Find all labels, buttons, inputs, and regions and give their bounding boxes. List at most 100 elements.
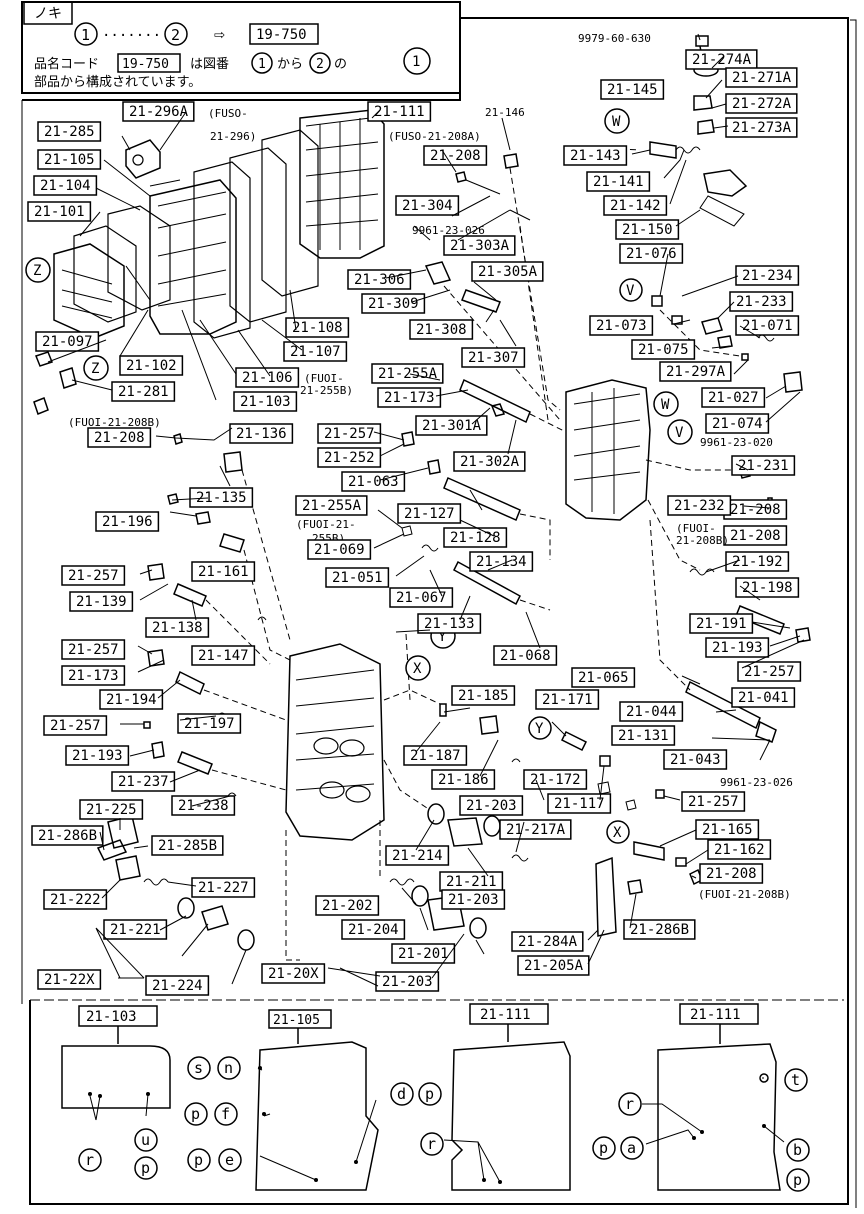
- part-label-21-224[interactable]: 21-224: [145, 975, 210, 996]
- part-label-21-106[interactable]: 21-106: [235, 367, 300, 388]
- part-label-21-307[interactable]: 21-307: [461, 347, 526, 368]
- part-label-21-150[interactable]: 21-150: [615, 219, 680, 240]
- part-label-21-196[interactable]: 21-196: [95, 511, 160, 532]
- part-label-21-073[interactable]: 21-073: [589, 315, 654, 336]
- part-label-21-273A[interactable]: 21-273A: [725, 117, 798, 138]
- part-label-21-191[interactable]: 21-191: [689, 613, 754, 634]
- part-label-21-117[interactable]: 21-117: [547, 793, 612, 814]
- bottom-label-21-111-a[interactable]: [469, 1003, 549, 1025]
- part-label-21-303A[interactable]: 21-303A: [443, 235, 516, 256]
- part-label-21-238[interactable]: 21-238: [171, 795, 236, 816]
- part-label-21-296A[interactable]: 21-296A: [122, 101, 195, 122]
- part-label-21-274A[interactable]: 21-274A: [685, 49, 758, 70]
- part-label-21-147[interactable]: 21-147: [191, 645, 256, 666]
- part-label-21-221[interactable]: 21-221: [103, 919, 168, 940]
- part-label-21-309[interactable]: 21-309: [361, 293, 426, 314]
- part-label-21-255A[interactable]: 21-255A: [371, 363, 444, 384]
- part-label-21-068[interactable]: 21-068: [493, 645, 558, 666]
- part-label-21-076[interactable]: 21-076: [619, 243, 684, 264]
- part-label-21-097[interactable]: 21-097: [35, 331, 100, 352]
- part-label-21-194[interactable]: 21-194: [99, 689, 164, 710]
- part-label-21-102[interactable]: 21-102: [119, 355, 184, 376]
- part-label-21-143[interactable]: 21-143: [563, 145, 628, 166]
- bottom-label-21-105[interactable]: [268, 1009, 332, 1029]
- part-label-21-281[interactable]: 21-281: [111, 381, 176, 402]
- part-label-21-201[interactable]: 21-201: [391, 943, 456, 964]
- part-label-21-198[interactable]: 21-198: [735, 577, 800, 598]
- part-label-21-131[interactable]: 21-131: [611, 725, 676, 746]
- part-label-21-255A[interactable]: 21-255A: [295, 495, 368, 516]
- part-label-21-108[interactable]: 21-108: [285, 317, 350, 338]
- part-label-21-171[interactable]: 21-171: [535, 689, 600, 710]
- part-label-21-136[interactable]: 21-136: [229, 423, 294, 444]
- part-label-21-257[interactable]: 21-257: [61, 639, 126, 660]
- part-label-21-208[interactable]: 21-208: [423, 145, 488, 166]
- part-label-21-187[interactable]: 21-187: [403, 745, 468, 766]
- part-label-21-285B[interactable]: 21-285B: [151, 835, 224, 856]
- part-label-21-185[interactable]: 21-185: [451, 685, 516, 706]
- part-label-21-284A[interactable]: 21-284A: [511, 931, 584, 952]
- part-label-21-135[interactable]: 21-135: [189, 487, 254, 508]
- part-label-21-301A[interactable]: 21-301A: [415, 415, 488, 436]
- part-label-21-145[interactable]: 21-145: [600, 79, 665, 100]
- part-label-21-304[interactable]: 21-304: [395, 195, 460, 216]
- part-label-21-107[interactable]: 21-107: [283, 341, 348, 362]
- part-label-21-142[interactable]: 21-142: [603, 195, 668, 216]
- part-label-21-208[interactable]: 21-208: [699, 863, 764, 884]
- part-label-21-138[interactable]: 21-138: [145, 617, 210, 638]
- part-label-21-127[interactable]: 21-127: [397, 503, 462, 524]
- part-label-21-214[interactable]: 21-214: [385, 845, 450, 866]
- part-label-21-192[interactable]: 21-192: [725, 551, 790, 572]
- part-label-21-297A[interactable]: 21-297A: [659, 361, 732, 382]
- part-label-21-203[interactable]: 21-203: [375, 971, 440, 992]
- part-label-21-204[interactable]: 21-204: [341, 919, 406, 940]
- part-label-21-257[interactable]: 21-257: [61, 565, 126, 586]
- part-label-21-208[interactable]: 21-208: [87, 427, 152, 448]
- part-label-21-165[interactable]: 21-165: [695, 819, 760, 840]
- part-label-21-217A[interactable]: 21-217A: [499, 819, 572, 840]
- part-label-21-051[interactable]: 21-051: [325, 567, 390, 588]
- part-label-21-063[interactable]: 21-063: [341, 471, 406, 492]
- part-label-21-067[interactable]: 21-067: [389, 587, 454, 608]
- part-label-21-271A[interactable]: 21-271A: [725, 67, 798, 88]
- part-label-21-222[interactable]: 21-222: [43, 889, 108, 910]
- part-label-21-305A[interactable]: 21-305A: [471, 261, 544, 282]
- part-label-21-111[interactable]: 21-111: [367, 101, 432, 122]
- part-label-21-043[interactable]: 21-043: [663, 749, 728, 770]
- part-label-21-257[interactable]: 21-257: [317, 423, 382, 444]
- part-label-21-257[interactable]: 21-257: [681, 791, 746, 812]
- part-label-21-208[interactable]: 21-208: [723, 499, 788, 520]
- part-label-21-173[interactable]: 21-173: [61, 665, 126, 686]
- part-label-21-257[interactable]: 21-257: [43, 715, 108, 736]
- part-label-21-105[interactable]: 21-105: [37, 149, 102, 170]
- part-label-21-306[interactable]: 21-306: [347, 269, 412, 290]
- part-label-21-227[interactable]: 21-227: [191, 877, 256, 898]
- part-label-21-202[interactable]: 21-202: [315, 895, 380, 916]
- part-label-21-302A[interactable]: 21-302A: [453, 451, 526, 472]
- part-label-21-103[interactable]: 21-103: [233, 391, 298, 412]
- part-label-21-104[interactable]: 21-104: [33, 175, 98, 196]
- part-label-21-234[interactable]: 21-234: [735, 265, 800, 286]
- part-label-21-237[interactable]: 21-237: [111, 771, 176, 792]
- part-label-21-139[interactable]: 21-139: [69, 591, 134, 612]
- part-label-21-133[interactable]: 21-133: [417, 613, 482, 634]
- part-label-21-22X[interactable]: 21-22X: [37, 969, 102, 990]
- part-label-21-203[interactable]: 21-203: [441, 889, 506, 910]
- part-label-21-172[interactable]: 21-172: [523, 769, 588, 790]
- part-label-21-286B[interactable]: 21-286B: [623, 919, 696, 940]
- part-label-21-211[interactable]: 21-211: [439, 871, 504, 892]
- part-label-21-232[interactable]: 21-232: [667, 495, 732, 516]
- bottom-label-21-111-b[interactable]: [679, 1003, 759, 1025]
- part-label-21-193[interactable]: 21-193: [705, 637, 770, 658]
- part-label-21-203[interactable]: 21-203: [459, 795, 524, 816]
- part-label-21-252[interactable]: 21-252: [317, 447, 382, 468]
- part-label-21-075[interactable]: 21-075: [631, 339, 696, 360]
- part-label-21-065[interactable]: 21-065: [571, 667, 636, 688]
- part-label-21-141[interactable]: 21-141: [586, 171, 651, 192]
- part-label-21-027[interactable]: 21-027: [701, 387, 766, 408]
- part-label-21-071[interactable]: 21-071: [735, 315, 800, 336]
- part-label-21-162[interactable]: 21-162: [707, 839, 772, 860]
- part-label-21-205A[interactable]: 21-205A: [517, 955, 590, 976]
- part-label-21-225[interactable]: 21-225: [79, 799, 144, 820]
- part-label-21-173[interactable]: 21-173: [377, 387, 442, 408]
